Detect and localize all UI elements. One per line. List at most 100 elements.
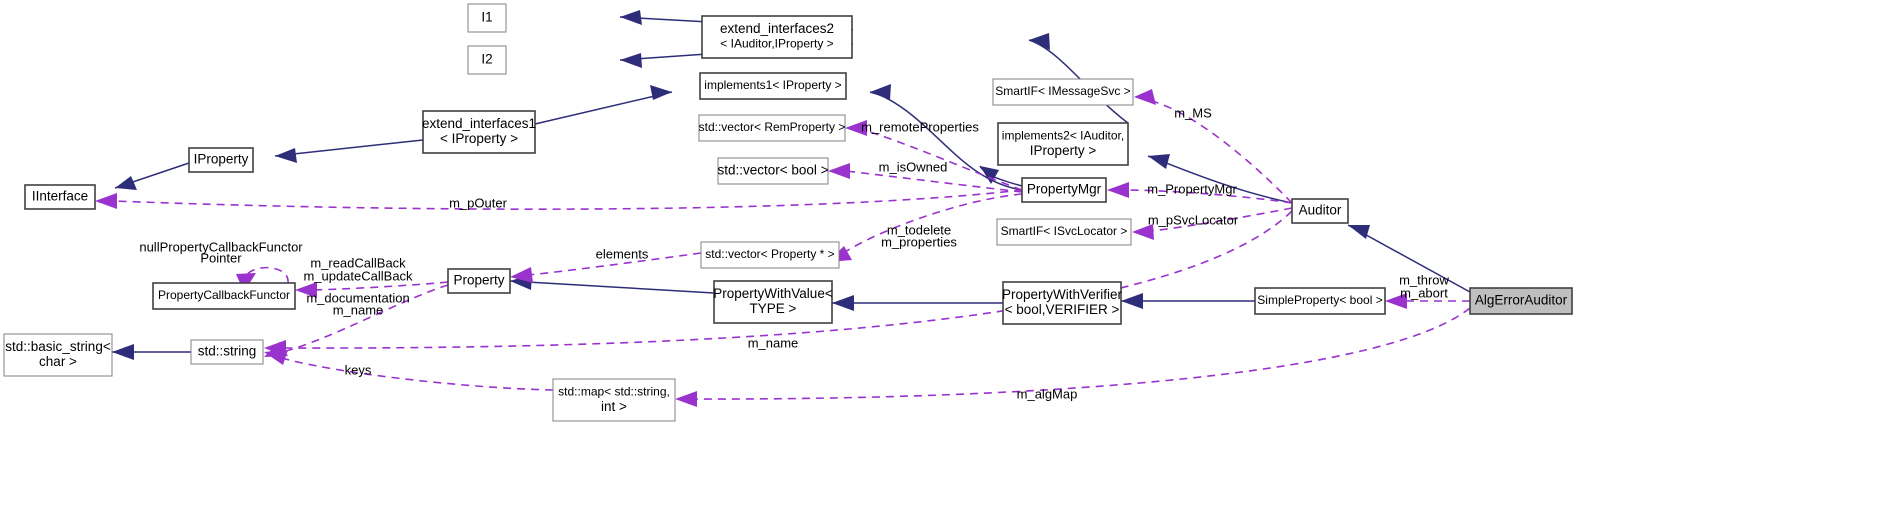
- edge-label-m_remoteProperties: m_remoteProperties: [861, 119, 979, 134]
- node-box-propertycallbackfunctor[interactable]: [152, 282, 296, 310]
- edge-label-m_documentation: m_documentation: [306, 290, 409, 305]
- node-box-implements1[interactable]: [699, 72, 847, 100]
- node-smartif_isvclocator[interactable]: SmartIF< ISvcLocator >: [996, 218, 1132, 246]
- node-iproperty[interactable]: IProperty: [188, 147, 254, 173]
- arrowhead-propertywithvalue: [832, 295, 854, 311]
- edge-assoc-m_todelete-m_properties: [844, 193, 1023, 253]
- node-box-std_map[interactable]: [552, 378, 676, 422]
- node-label-vec_remproperty: std::vector< RemProperty >: [699, 120, 846, 134]
- arrowhead-extend_interfaces2: [1029, 33, 1050, 50]
- edge-label-m_properties: m_properties: [881, 234, 957, 249]
- node-box-implements2[interactable]: [997, 122, 1129, 166]
- node-box-std_string[interactable]: [190, 339, 264, 365]
- node-box-basic_string[interactable]: [3, 333, 113, 377]
- node-property[interactable]: Property: [447, 268, 511, 294]
- node-i1[interactable]: I1: [467, 3, 507, 33]
- inheritance-edges: [112, 10, 1471, 360]
- node-box-property[interactable]: [447, 268, 511, 294]
- arrowhead-assoc-iinterface: [95, 193, 117, 209]
- node-box-extend_interfaces2[interactable]: [701, 15, 853, 59]
- node-i2[interactable]: I2: [467, 45, 507, 75]
- node-box-iproperty[interactable]: [188, 147, 254, 173]
- arrowhead-i2: [620, 53, 642, 68]
- node-simpleproperty_bool[interactable]: SimpleProperty< bool >: [1254, 287, 1386, 315]
- node-label-iproperty: IProperty: [194, 152, 249, 167]
- node-label-std_string: std::string: [198, 344, 257, 359]
- node-label-extend_interfaces1: extend_interfaces1: [422, 116, 536, 131]
- node-box-i1[interactable]: [467, 3, 507, 33]
- node-implements2[interactable]: implements2< IAuditor,IProperty >: [997, 122, 1129, 166]
- node-box-propertywithverifier[interactable]: [1002, 281, 1122, 325]
- arrowhead-i1: [620, 10, 642, 25]
- edge-label-m_pOuter: m_pOuter: [449, 195, 507, 210]
- node-label-vec_bool: std::vector< bool >: [717, 163, 828, 178]
- node-box-vec_remproperty[interactable]: [698, 114, 846, 142]
- node-box-smartif_isvclocator[interactable]: [996, 218, 1132, 246]
- edge-label-m_name_string: m_name: [748, 335, 799, 350]
- node-label-iinterface: IInterface: [32, 189, 88, 204]
- edge-label-m_abort: m_abort: [1400, 285, 1448, 300]
- edge-label-m_throw: m_throw: [1399, 272, 1449, 287]
- edge-assoc-keys: [281, 357, 554, 391]
- arrowhead-assoc-vec-bool: [828, 163, 850, 179]
- edge-label-pointer: Pointer: [200, 250, 242, 265]
- arrowhead-assoc-smartif-imessagesvc: [1134, 89, 1156, 105]
- node-basic_string[interactable]: std::basic_string<char >: [3, 333, 113, 377]
- node-propertywithverifier[interactable]: PropertyWithVerifier< bool,VERIFIER >: [1002, 281, 1123, 325]
- node-smartif_imessagesvc[interactable]: SmartIF< IMessageSvc >: [992, 78, 1134, 106]
- edge-assoc-m_pOuter: [112, 189, 1023, 210]
- edge-label-nullPropertyCallbackFunctor: nullPropertyCallbackFunctor: [139, 239, 303, 254]
- edge-label-m_pSvcLocator: m_pSvcLocator: [1148, 212, 1239, 227]
- arrowhead-basic-string: [112, 344, 134, 360]
- node-extend_interfaces2[interactable]: extend_interfaces2< IAuditor,IProperty >: [701, 15, 853, 59]
- arrowhead-assoc-simpleproperty: [1385, 293, 1407, 309]
- node-box-auditor[interactable]: [1291, 198, 1349, 224]
- node-propertymgr[interactable]: PropertyMgr: [1021, 177, 1107, 203]
- arrowhead-assoc-smartif-isvclocator: [1132, 224, 1154, 240]
- edge-label-m_PropertyMgr: m_PropertyMgr: [1147, 181, 1237, 196]
- node-propertywithvalue[interactable]: PropertyWithValue<TYPE >: [713, 280, 833, 324]
- node-box-smartif_imessagesvc[interactable]: [992, 78, 1134, 106]
- node-propertycallbackfunctor[interactable]: PropertyCallbackFunctor: [152, 282, 296, 310]
- node-label-std_map: int >: [601, 399, 627, 414]
- node-std_string[interactable]: std::string: [190, 339, 264, 365]
- node-box-simpleproperty_bool[interactable]: [1254, 287, 1386, 315]
- node-implements1[interactable]: implements1< IProperty >: [699, 72, 847, 100]
- node-vec_property_ptr[interactable]: std::vector< Property * >: [700, 241, 840, 269]
- node-label-propertycallbackfunctor: PropertyCallbackFunctor: [158, 288, 290, 302]
- association-edges: [95, 89, 1471, 407]
- node-extend_interfaces1[interactable]: extend_interfaces1< IProperty >: [422, 110, 536, 154]
- node-label-algerrorauditor: AlgErrorAuditor: [1475, 293, 1568, 308]
- node-box-iinterface[interactable]: [24, 184, 96, 210]
- node-box-i2[interactable]: [467, 45, 507, 75]
- node-std_map[interactable]: std::map< std::string,int >: [552, 378, 676, 422]
- node-vec_bool[interactable]: std::vector< bool >: [717, 157, 829, 185]
- node-box-vec_bool[interactable]: [717, 157, 829, 185]
- edge-assoc-m_isOwned: [845, 170, 1023, 193]
- edge-algerrorauditor-to-auditor: [1347, 224, 1471, 293]
- node-box-algerrorauditor[interactable]: [1469, 287, 1573, 315]
- arrowhead-assoc-stdmap: [675, 391, 697, 407]
- edge-label-m_MS: m_MS: [1174, 105, 1212, 120]
- node-auditor[interactable]: Auditor: [1291, 198, 1349, 224]
- edge-assoc-elements: [527, 252, 702, 276]
- node-box-extend_interfaces1[interactable]: [422, 110, 536, 154]
- edge-label-m_name_property: m_name: [333, 302, 384, 317]
- node-box-propertywithvalue[interactable]: [713, 280, 833, 324]
- node-label-auditor: Auditor: [1299, 203, 1342, 218]
- node-label-propertywithverifier: PropertyWithVerifier: [1002, 287, 1123, 302]
- node-box-vec_property_ptr[interactable]: [700, 241, 840, 269]
- edge-labels-layer: m_remoteProperties m_MS m_isOwned m_Propert…: [139, 105, 1449, 401]
- arrowhead-assoc-property: [510, 267, 533, 283]
- node-iinterface[interactable]: IInterface: [24, 184, 96, 210]
- node-label-propertywithvalue: PropertyWithValue<: [713, 286, 833, 301]
- edge-label-m_isOwned: m_isOwned: [879, 159, 948, 174]
- edge-label-keys: keys: [345, 362, 372, 377]
- node-label-smartif_isvclocator: SmartIF< ISvcLocator >: [1001, 224, 1128, 238]
- arrowhead-propertywithverifier: [1121, 293, 1143, 309]
- edge-assoc-m_remoteProperties: [862, 129, 1023, 191]
- node-algerrorauditor[interactable]: AlgErrorAuditor: [1469, 287, 1573, 315]
- node-vec_remproperty[interactable]: std::vector< RemProperty >: [698, 114, 846, 142]
- node-box-propertymgr[interactable]: [1021, 177, 1107, 203]
